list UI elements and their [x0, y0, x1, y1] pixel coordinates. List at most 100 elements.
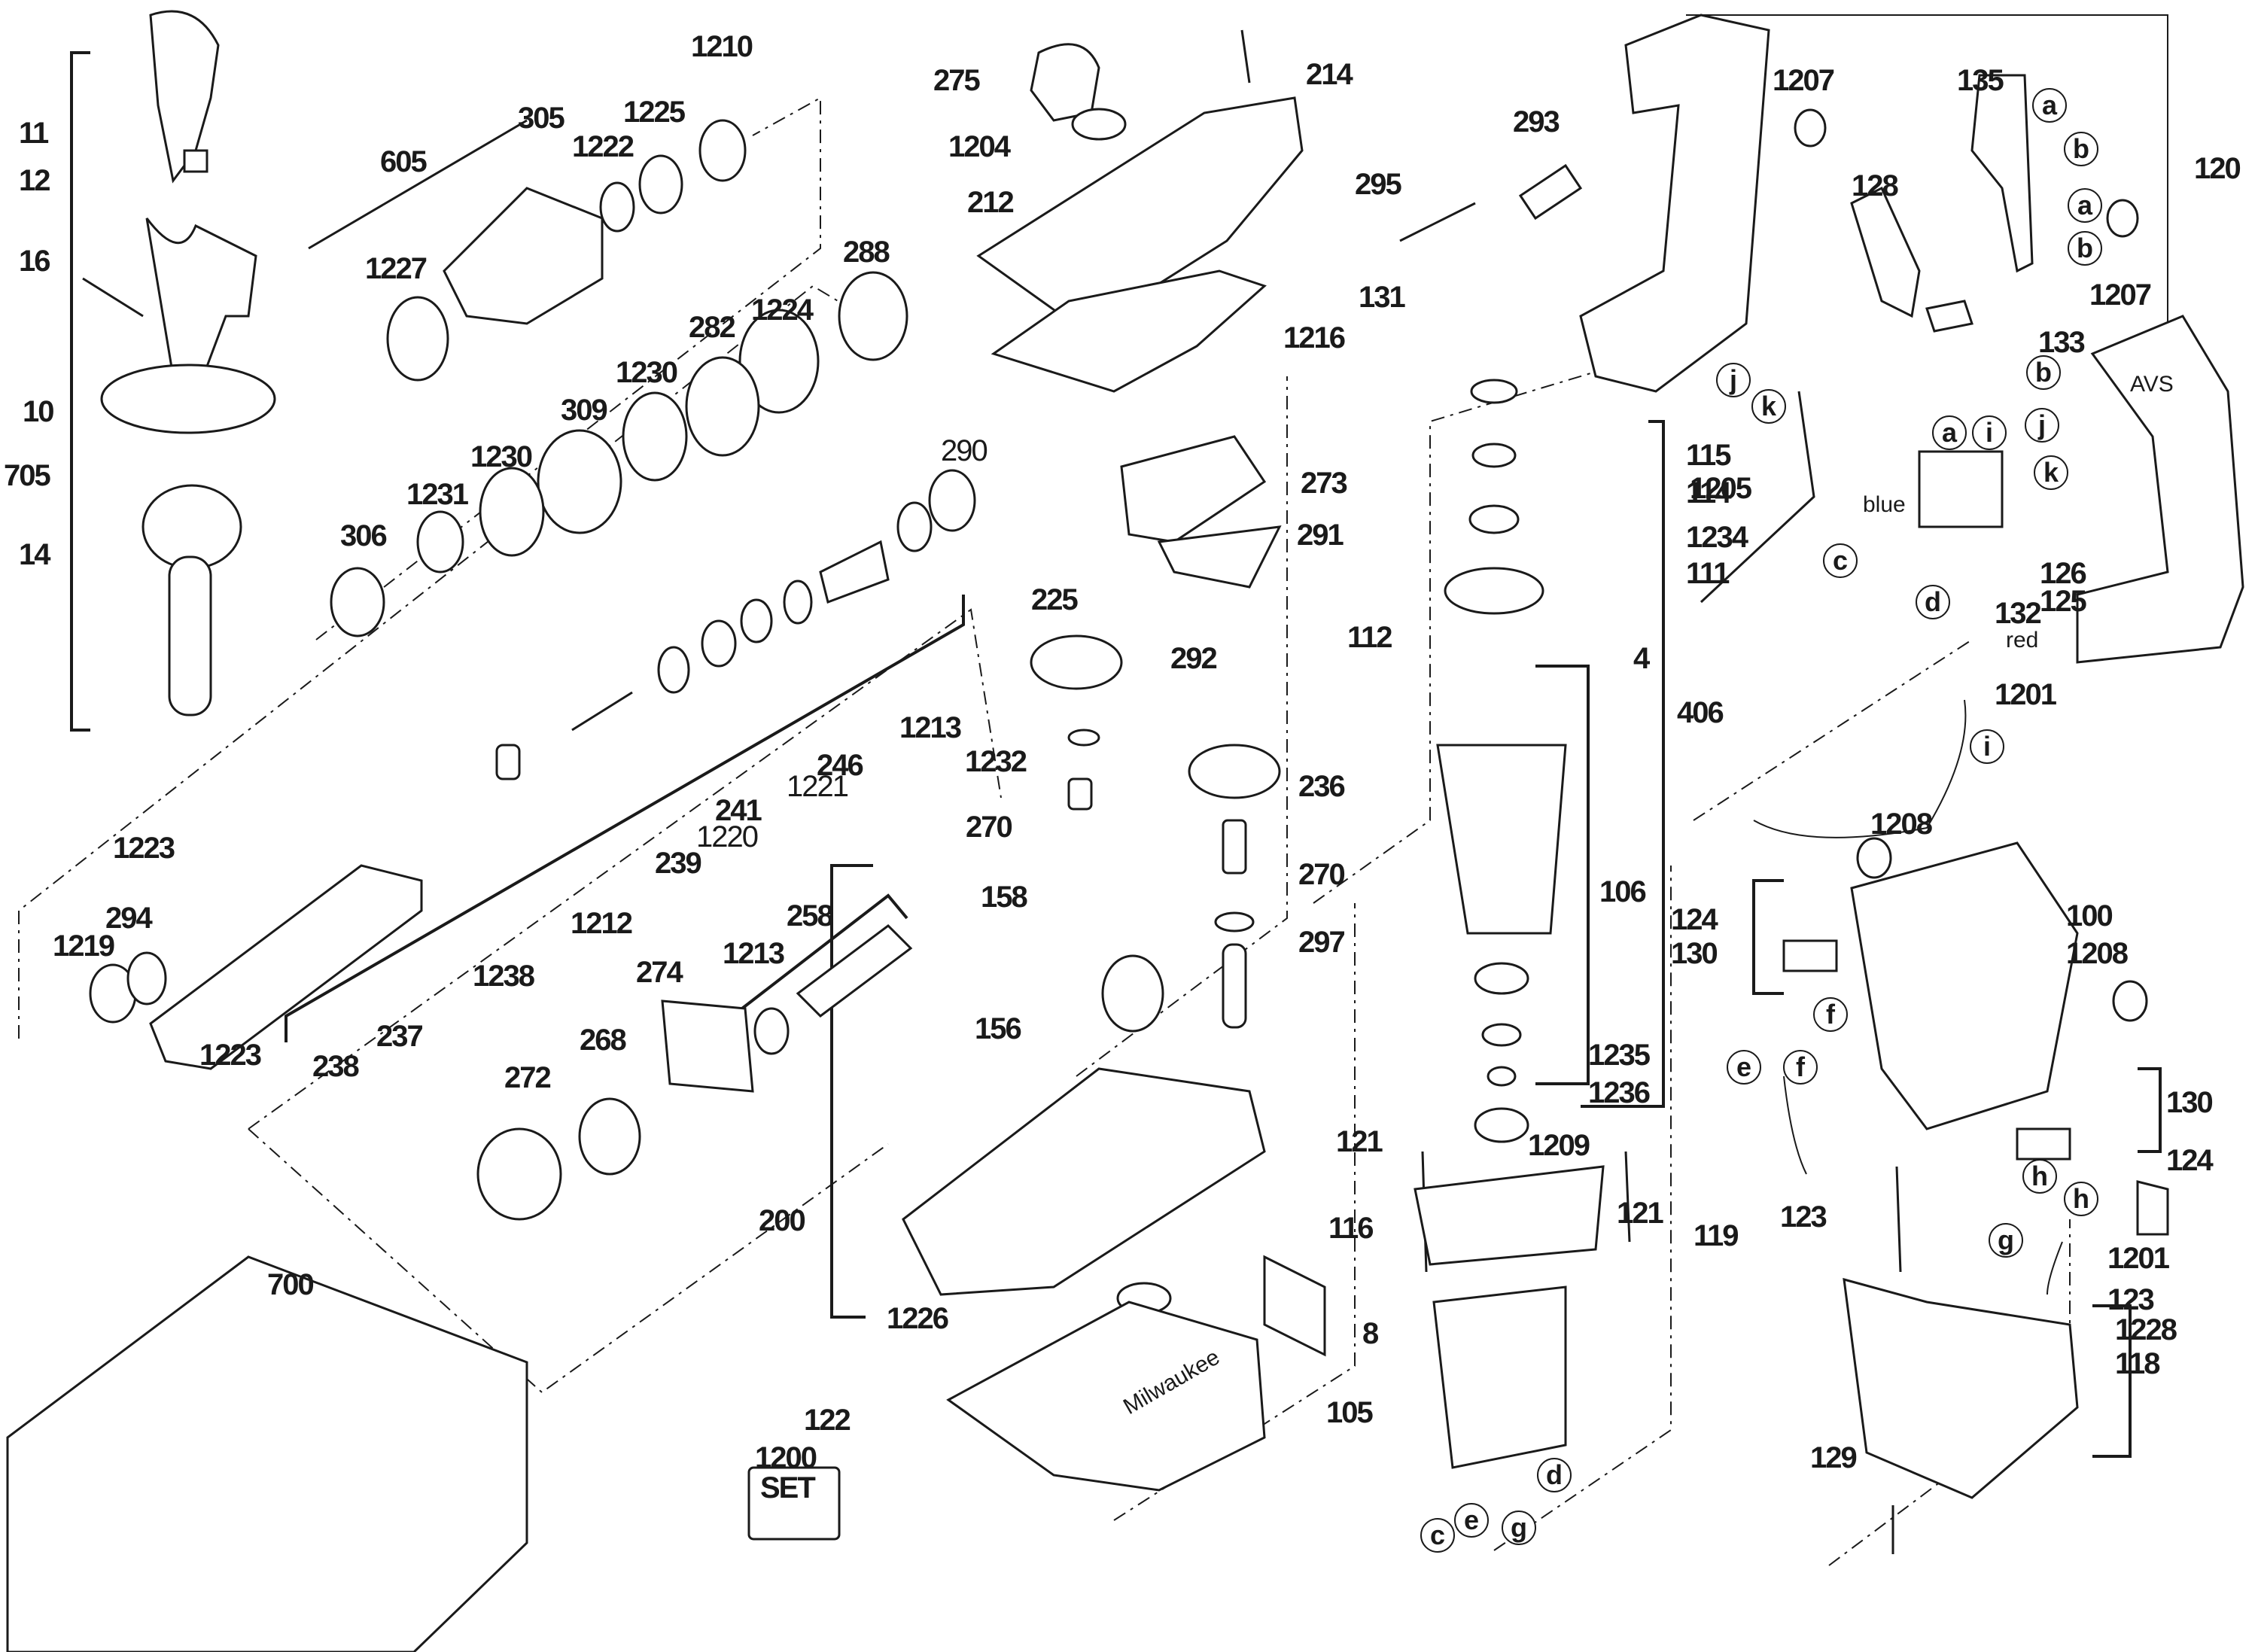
part-clip-114 [1471, 443, 1517, 468]
connector-i: i [1972, 415, 2007, 450]
part-label-1207: 1207 [2089, 278, 2151, 312]
bracket-120 [1686, 14, 2168, 429]
part-cord-1205 [1700, 391, 1815, 604]
part-screw-16 [82, 277, 144, 318]
connector-letter: e [1736, 1051, 1751, 1082]
part-label-1223: 1223 [113, 832, 175, 865]
motor-outline [1313, 353, 1657, 904]
part-label-1213: 1213 [899, 711, 961, 744]
connector-circle [1454, 1503, 1489, 1538]
part-label-270: 270 [1298, 858, 1344, 891]
connector-circle [1970, 729, 2004, 764]
part-ring-288 [838, 271, 908, 361]
part-bushing-1208b [2112, 980, 2148, 1022]
connector-circle [2064, 132, 2098, 166]
connector-h: h [2064, 1182, 2098, 1216]
part-wire-123b [2047, 1241, 2063, 1295]
part-label-11: 11 [19, 117, 49, 150]
connector-b: b [2068, 231, 2102, 266]
connector-letter: k [2043, 457, 2059, 488]
connector-circle [2068, 188, 2102, 223]
part-label-116: 116 [1328, 1212, 1373, 1245]
part-label-272: 272 [504, 1061, 550, 1094]
part-ring-1230b [479, 467, 545, 557]
part-bearing-1209 [1474, 1107, 1529, 1143]
part-label-1227: 1227 [365, 252, 427, 285]
part-conrod-258 [796, 924, 913, 1018]
connector-g: g [1989, 1223, 2023, 1258]
part-switch-135 [1970, 74, 2034, 273]
part-bearing-1235 [1481, 1023, 1522, 1047]
connector-letter: c [1430, 1520, 1445, 1550]
connector-letter: f [1796, 1051, 1806, 1082]
part-label-1208: 1208 [2066, 937, 2129, 970]
part-ring-1225 [638, 154, 683, 214]
part-bearing-1238 [495, 744, 521, 780]
part-gasket-1216 [991, 269, 1267, 393]
part-screw-214 [1240, 29, 1251, 84]
part-rod-605 [308, 119, 528, 250]
connector-a: a [2032, 88, 2067, 123]
connector-letter: i [1986, 417, 1993, 448]
connector-c: c [1823, 543, 1858, 578]
part-clutch-272 [476, 1127, 562, 1221]
bracket-258 [721, 893, 908, 1025]
connector-circle [1727, 1050, 1761, 1085]
part-handle-half-125 [2076, 315, 2244, 664]
part-striker-1212 [571, 691, 633, 732]
part-label-306: 306 [340, 519, 386, 552]
part-brush-133 [1925, 300, 1973, 333]
set-badge-text: SET [760, 1471, 815, 1504]
part-label-212: 212 [967, 186, 1013, 219]
part-washer-115 [1470, 379, 1518, 404]
part-label-135: 135 [1957, 64, 2004, 97]
connector-circle [2025, 408, 2059, 443]
connector-h: h [2022, 1159, 2057, 1194]
connector-letter: b [2077, 233, 2093, 263]
part-selector-knob-275 [1030, 43, 1100, 122]
gear-group-outline [248, 608, 1002, 1130]
part-273 [1120, 435, 1267, 543]
part-label-246: 246 [817, 749, 863, 782]
connector-letter: a [2042, 90, 2058, 120]
part-screw-119 [1895, 1166, 1902, 1273]
bracket-705 [70, 51, 90, 732]
connector-a: a [1932, 415, 1967, 450]
part-bearing-1236 [1487, 1066, 1517, 1087]
connector-d: d [1916, 585, 1950, 619]
part-motor-housing-100 [1850, 841, 2079, 1130]
part-handle-flange [100, 364, 276, 434]
connector-letter: e [1464, 1504, 1479, 1535]
part-label-309: 309 [561, 394, 607, 427]
part-ring-1213a [896, 501, 933, 552]
part-label-1225: 1225 [623, 96, 686, 129]
connector-circle [1989, 1223, 2023, 1258]
part-label-700: 700 [267, 1268, 313, 1301]
part-label-1230: 1230 [470, 440, 532, 473]
part-label-295: 295 [1355, 168, 1401, 201]
connector-letter: j [1729, 364, 1737, 395]
connector-d: d [1537, 1458, 1572, 1492]
part-label-1224: 1224 [751, 294, 814, 327]
connector-circle [1916, 585, 1950, 619]
connector-letter: d [1546, 1459, 1563, 1490]
part-label-1204: 1204 [948, 130, 1012, 163]
part-label-132: 132 [1995, 597, 2040, 630]
part-label-258: 258 [787, 899, 833, 932]
part-handle-half-120 [1579, 14, 1770, 393]
part-ring-1230a [622, 391, 688, 482]
part-label-282: 282 [689, 311, 735, 344]
part-label-214: 214 [1306, 58, 1353, 91]
part-label-123: 123 [1780, 1200, 1826, 1234]
bracket-237 [285, 595, 965, 1042]
part-label-133: 133 [2038, 326, 2084, 359]
connector-letter: d [1925, 586, 1941, 617]
part-brush-holder-130a [1782, 939, 1838, 972]
wire-outline [1693, 639, 1973, 821]
part-bushing-1207a [1794, 108, 1827, 148]
part-armature-106 [1436, 744, 1567, 935]
part-ring-241 [740, 598, 773, 643]
part-label-4: 4 [1633, 642, 1651, 675]
